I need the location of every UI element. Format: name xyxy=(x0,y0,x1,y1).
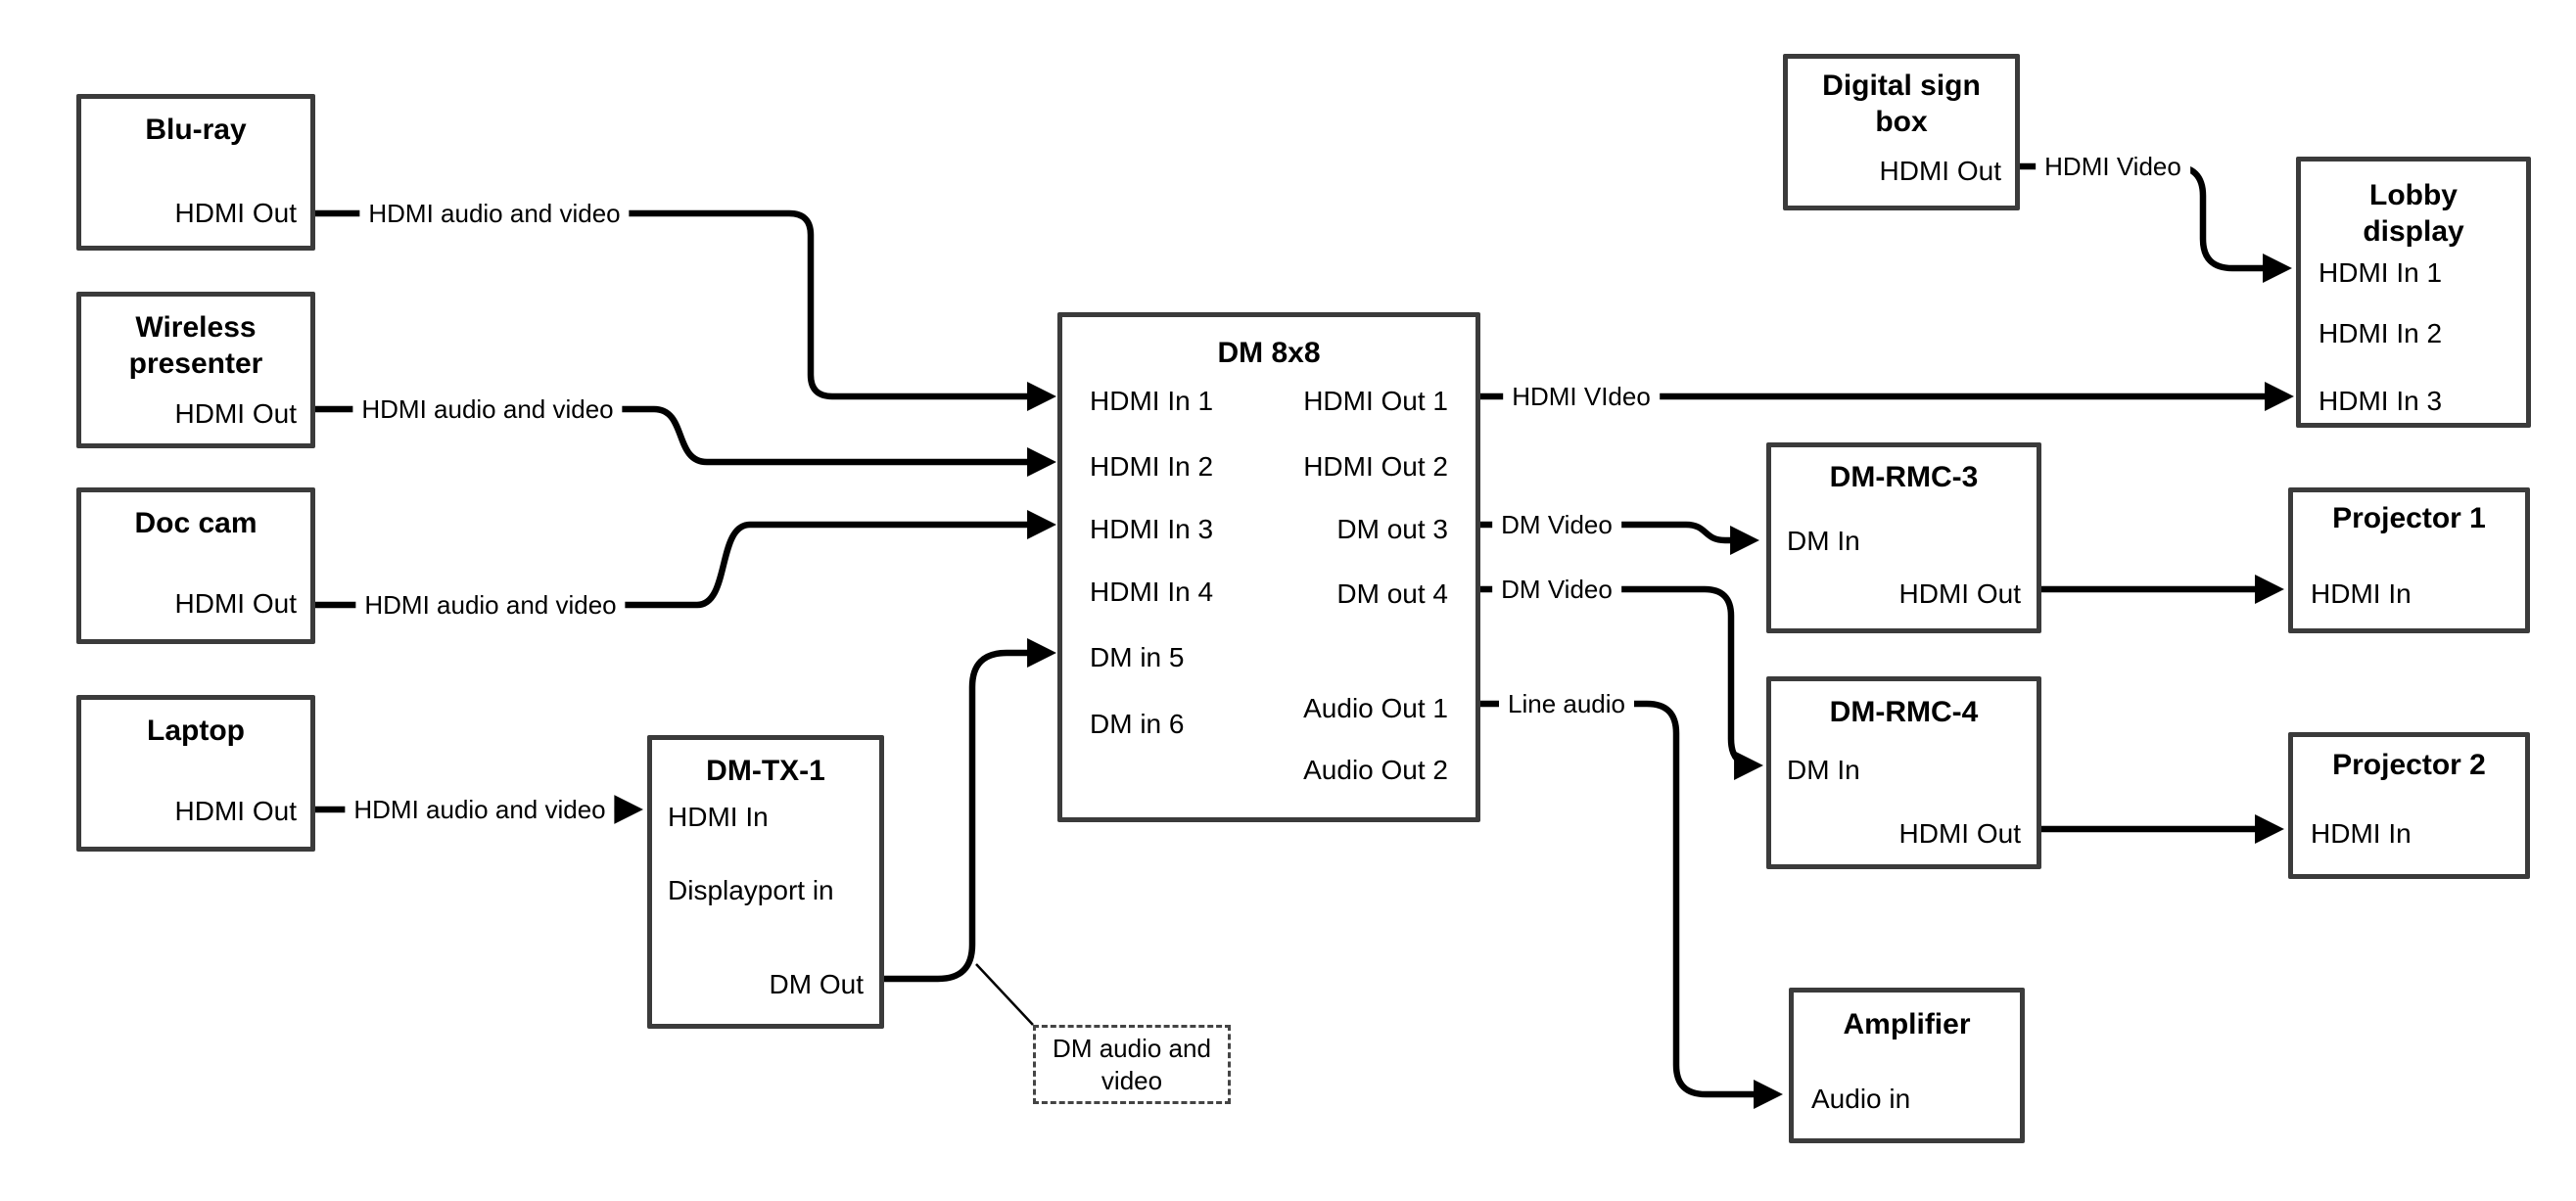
node-amplifier: Amplifier Audio in xyxy=(1789,988,2025,1143)
node-bluray: Blu-ray HDMI Out xyxy=(76,94,315,251)
node-projector-2: Projector 2 HDMI In xyxy=(2288,732,2530,879)
port-hdmi-out: HDMI Out xyxy=(174,398,297,429)
node-wireless-presenter: Wireless presenter HDMI Out xyxy=(76,292,315,448)
port-hdmi-out-2: HDMI Out 2 xyxy=(1303,451,1448,482)
port-hdmi-out: HDMI Out xyxy=(1898,818,2021,849)
port-hdmi-in-2: HDMI In 2 xyxy=(2318,318,2443,348)
port-hdmi-in-2: HDMI In 2 xyxy=(1090,451,1214,482)
callout-text: DM audio and video xyxy=(1053,1033,1211,1095)
port-audio-in: Audio in xyxy=(1811,1084,1911,1114)
node-lobby-display: Lobby display HDMI In 1 HDMI In 2 HDMI I… xyxy=(2296,157,2531,428)
port-hdmi-in-1: HDMI In 1 xyxy=(2318,257,2443,288)
node-dm-rmc-4: DM-RMC-4 DM In HDMI Out xyxy=(1766,676,2041,869)
port-hdmi-out: HDMI Out xyxy=(1898,578,2021,609)
callout-leader-line xyxy=(975,963,1034,1026)
node-title: DM 8x8 xyxy=(1217,337,1321,369)
node-title: Lobby display xyxy=(2363,179,2464,248)
wire-label-hdmi-video-sign: HDMI Video xyxy=(2036,151,2190,182)
node-title: DM-RMC-4 xyxy=(1829,696,1979,728)
wire-bluray-to-dm8x8-in1 xyxy=(315,209,1056,411)
port-hdmi-in-1: HDMI In 1 xyxy=(1090,386,1214,416)
port-hdmi-in-4: HDMI In 4 xyxy=(1090,577,1214,607)
port-dm-out-4: DM out 4 xyxy=(1336,578,1448,609)
wire-label-hdmi-av-laptop: HDMI audio and video xyxy=(345,794,615,825)
wire-wireless-to-dm8x8-in2 xyxy=(315,405,1056,477)
node-title: DM-RMC-3 xyxy=(1829,461,1979,493)
port-hdmi-in: HDMI In xyxy=(668,802,769,832)
port-dm-in-6: DM in 6 xyxy=(1090,709,1185,739)
wire-label-hdmi-av-doccam: HDMI audio and video xyxy=(355,589,626,621)
port-audio-out-2: Audio Out 2 xyxy=(1303,755,1448,785)
node-title: Projector 2 xyxy=(2332,749,2486,781)
wire-doccam-to-dm8x8-in3 xyxy=(315,510,1056,609)
wire-dmtx1-to-dm8x8-in5 xyxy=(884,638,1056,983)
node-title: Digital sign box xyxy=(1822,69,1981,138)
port-dm-in: DM In xyxy=(1787,526,1860,556)
node-title: Doc cam xyxy=(134,507,258,539)
node-projector-1: Projector 1 HDMI In xyxy=(2288,487,2530,633)
port-audio-out-1: Audio Out 1 xyxy=(1303,693,1448,723)
port-dm-in-5: DM in 5 xyxy=(1090,642,1185,672)
wire-label-hdmi-av-bluray: HDMI audio and video xyxy=(359,198,630,229)
node-title: Wireless presenter xyxy=(128,311,263,380)
port-dm-out-3: DM out 3 xyxy=(1336,514,1448,544)
port-hdmi-out: HDMI Out xyxy=(174,796,297,826)
node-digital-sign-box: Digital sign box HDMI Out xyxy=(1783,54,2020,210)
port-hdmi-out: HDMI Out xyxy=(174,198,297,228)
port-hdmi-out: HDMI Out xyxy=(1879,156,2001,186)
node-laptop: Laptop HDMI Out xyxy=(76,695,315,852)
node-doc-cam: Doc cam HDMI Out xyxy=(76,487,315,644)
wire-dm8x8-out4-to-dmrmc4 xyxy=(1480,585,1763,780)
wire-label-hdmi-video-out1: HDMI VIdeo xyxy=(1503,381,1660,412)
wire-dm8x8-aout1-to-amp xyxy=(1480,700,1783,1109)
port-hdmi-out: HDMI Out xyxy=(174,588,297,619)
port-dm-out: DM Out xyxy=(769,969,864,999)
port-hdmi-in-3: HDMI In 3 xyxy=(1090,514,1214,544)
node-dm-tx-1: DM-TX-1 HDMI In Displayport in DM Out xyxy=(647,735,884,1029)
node-title: Amplifier xyxy=(1843,1008,1971,1040)
node-title: Projector 1 xyxy=(2332,502,2486,534)
port-displayport-in: Displayport in xyxy=(668,875,834,905)
port-hdmi-out-1: HDMI Out 1 xyxy=(1303,386,1448,416)
node-title: Blu-ray xyxy=(145,114,247,146)
node-dm-rmc-3: DM-RMC-3 DM In HDMI Out xyxy=(1766,442,2041,633)
node-title: DM-TX-1 xyxy=(706,755,825,787)
node-dm-8x8: DM 8x8 HDMI In 1 HDMI In 2 HDMI In 3 HDM… xyxy=(1057,312,1480,822)
wire-label-dm-video-3: DM Video xyxy=(1492,509,1621,540)
port-hdmi-in-3: HDMI In 3 xyxy=(2318,386,2443,416)
port-hdmi-in: HDMI In xyxy=(2311,578,2412,609)
port-dm-in: DM In xyxy=(1787,755,1860,785)
port-hdmi-in: HDMI In xyxy=(2311,818,2412,849)
node-title: Laptop xyxy=(147,715,245,747)
callout-dm-audio-video: DM audio and video xyxy=(1033,1025,1231,1104)
wire-dm8x8-out3-to-dmrmc3 xyxy=(1480,521,1759,555)
wire-label-hdmi-av-wireless: HDMI audio and video xyxy=(352,393,623,425)
wire-label-dm-video-4: DM Video xyxy=(1492,574,1621,605)
wire-label-line-audio: Line audio xyxy=(1499,688,1634,719)
